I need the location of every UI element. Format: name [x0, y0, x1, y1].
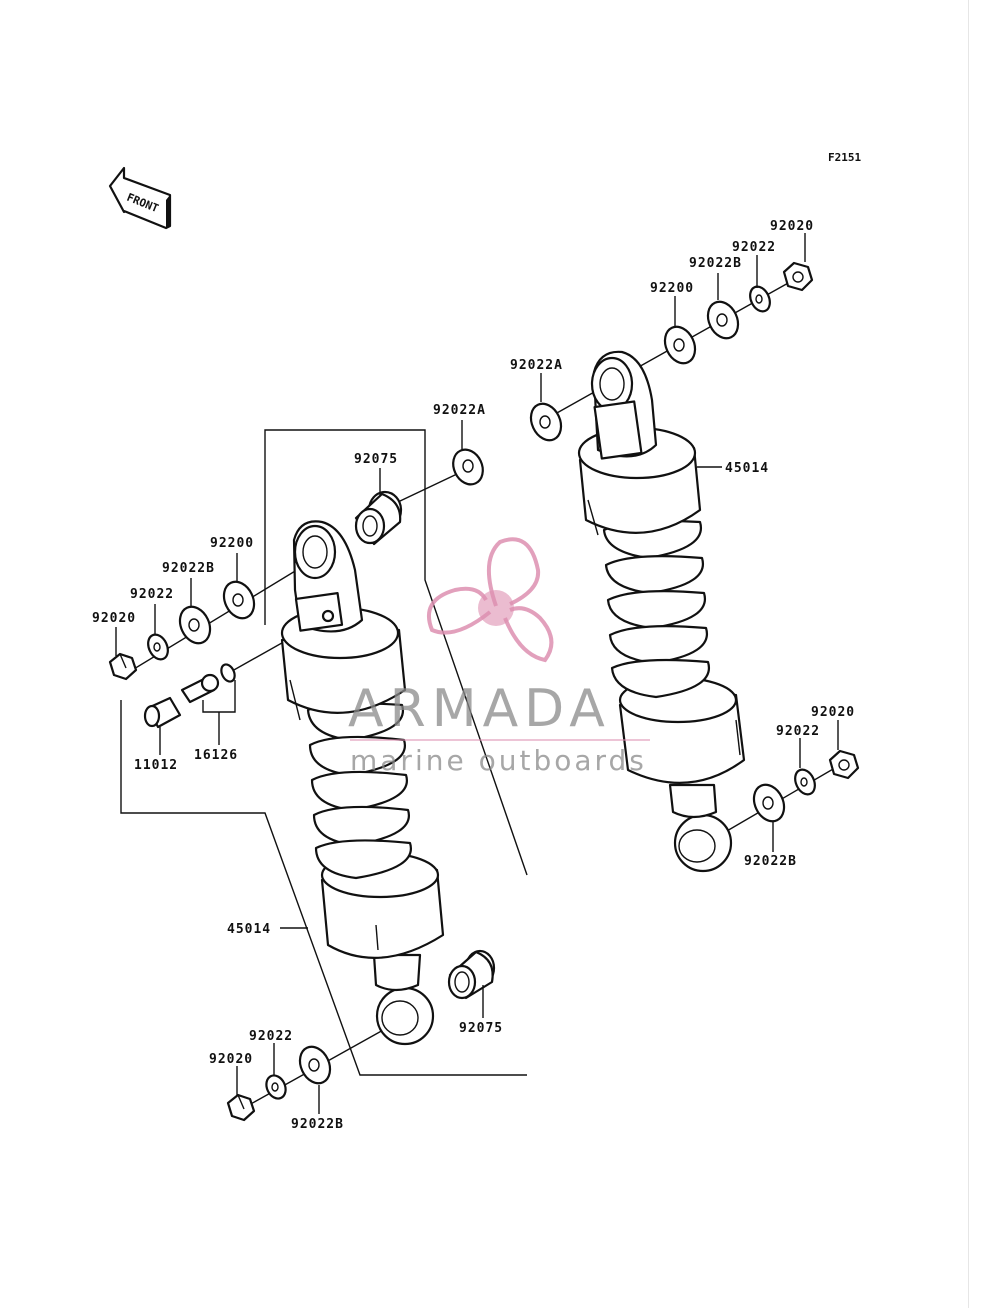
- right-small-parts: [529, 261, 860, 823]
- label-92022-left: 92022: [130, 587, 174, 602]
- propeller-logo-icon: [426, 537, 554, 663]
- label-92022b-left: 92022B: [162, 561, 215, 576]
- left-leader-lines: [115, 420, 484, 1114]
- front-arrow-icon: FRONT: [108, 166, 172, 230]
- page-edge-line: [968, 0, 969, 1308]
- label-92075-top: 92075: [354, 452, 398, 467]
- label-92020-right-top: 92020: [770, 219, 814, 234]
- label-45014-left: 45014: [227, 922, 271, 937]
- label-45014-right: 45014: [725, 461, 769, 476]
- watermark-brand: ARMADA: [348, 679, 611, 739]
- label-92200-left: 92200: [210, 536, 254, 551]
- right-leader-lines: [540, 233, 839, 852]
- label-92075-bottom: 92075: [459, 1021, 503, 1036]
- label-92022a-left: 92022A: [433, 403, 486, 418]
- left-small-parts: [108, 448, 496, 1122]
- label-92020-left: 92020: [92, 611, 136, 626]
- right-shock-absorber: [577, 350, 746, 873]
- watermark-tagline: marine outboards: [350, 744, 647, 777]
- label-92022a-right: 92022A: [510, 358, 563, 373]
- part-labels: 92075 92022A 92200 92022B 92022 92020 11…: [92, 219, 855, 1132]
- label-92200-right: 92200: [650, 281, 694, 296]
- armada-watermark: ARMADA marine outboards: [348, 537, 650, 777]
- label-92022b-right-top: 92022B: [689, 256, 742, 271]
- left-shock-bracket-lines: [120, 429, 528, 1076]
- label-16126: 16126: [194, 748, 238, 763]
- label-92020-right-bottom: 92020: [811, 705, 855, 720]
- left-shock-absorber: [280, 520, 445, 1046]
- figure-id: F2151: [828, 151, 861, 164]
- label-92022-right-bottom: 92022: [776, 724, 820, 739]
- label-92022b-bottom: 92022B: [291, 1117, 344, 1132]
- label-92020-bottom: 92020: [209, 1052, 253, 1067]
- label-92022-bottom: 92022: [249, 1029, 293, 1044]
- label-11012: 11012: [134, 758, 178, 773]
- label-92022b-right-bottom: 92022B: [744, 854, 797, 869]
- label-92022-right-top: 92022: [732, 240, 776, 255]
